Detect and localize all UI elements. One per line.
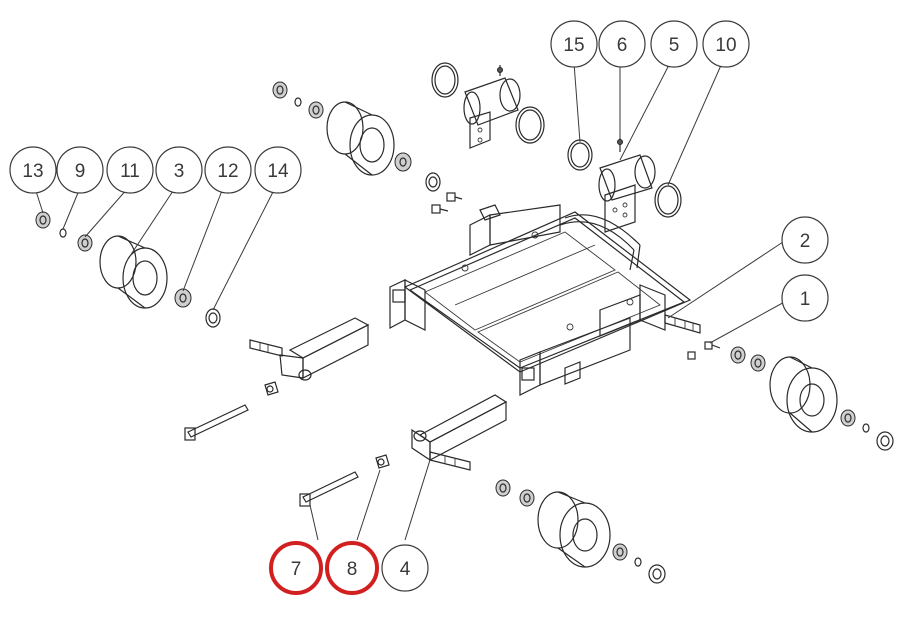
callout-2-label: 2 — [800, 231, 811, 252]
callout-10-label: 10 — [715, 35, 736, 56]
callout-11-label: 11 — [120, 161, 140, 182]
callout-5: 5 — [650, 20, 698, 68]
callout-9-label: 9 — [75, 161, 86, 182]
roller-group-left — [35, 211, 221, 328]
callout-6-label: 6 — [617, 35, 628, 56]
callout-6: 6 — [598, 20, 646, 68]
callout-8-label: 8 — [347, 559, 358, 580]
frame-bolts — [431, 192, 721, 360]
callout-10: 10 — [702, 20, 750, 68]
swing-arm-left — [184, 317, 370, 441]
callout-1: 1 — [781, 274, 829, 322]
callout-14-label: 14 — [267, 161, 289, 182]
callout-5-label: 5 — [669, 35, 680, 56]
callout-9: 9 — [56, 146, 104, 194]
callout-13: 13 — [9, 146, 57, 194]
pivot-housing-lower — [567, 138, 682, 233]
callout-14: 14 — [254, 146, 302, 194]
roller-group-bottom — [495, 479, 666, 584]
callout-13-label: 13 — [22, 161, 43, 182]
swing-arm-right — [299, 394, 508, 507]
callout-3: 3 — [155, 146, 203, 194]
callout-12: 12 — [204, 146, 252, 194]
callout-8: 8 — [325, 541, 379, 595]
callout-1-label: 1 — [800, 289, 811, 310]
callout-3-label: 3 — [174, 161, 185, 182]
callout-7: 7 — [269, 541, 323, 595]
callout-7-label: 7 — [291, 559, 302, 580]
callout-2: 2 — [781, 216, 829, 264]
callout-11: 11 — [106, 146, 154, 194]
callout-15-label: 15 — [563, 35, 584, 56]
callout-4-label: 4 — [400, 559, 411, 580]
leader-lines — [34, 62, 789, 541]
roller-group-right — [730, 346, 894, 451]
callout-4: 4 — [381, 544, 429, 592]
callout-12-label: 12 — [217, 161, 238, 182]
callout-15: 15 — [550, 20, 598, 68]
roller-group-top — [272, 81, 441, 192]
swing-arm-frame — [389, 204, 701, 396]
pivot-housing-upper — [431, 62, 545, 149]
